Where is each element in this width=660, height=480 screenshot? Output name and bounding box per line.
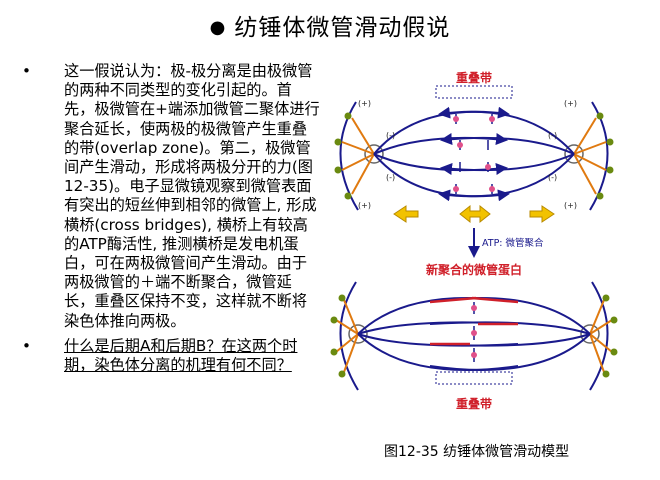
svg-text:(-): (-) [386,131,395,140]
polar-microtubules-bottom [357,297,591,371]
arrow-double-icon [459,204,491,224]
slide-title: ● 纺锤体微管滑动假说 [0,8,660,42]
polarity-labels-top: (+) (+) (-) (-) (-) (-) (+) (+) [358,99,577,210]
cell-boundary-left-bottom [339,281,359,391]
new-tubulin-label: 新聚合的微管蛋白 [426,262,522,277]
arrow-right-icon [529,205,555,223]
cell-boundary-right-top [589,101,609,211]
spindle-svg: 重叠带 [330,70,618,411]
cross-bridges-top [455,114,493,194]
astral-microtubules-bottom [335,299,613,373]
cell-boundary-left-top [339,101,359,211]
question-link[interactable]: 什么是后期A和后期B？在这两个时期，染色体分离的机理有何不同？ [64,336,298,375]
overlap-bracket-bottom [435,371,513,385]
cortex-beads-top [334,112,614,200]
astral-microtubules-left-top [341,117,375,195]
overlap-label-bottom: 重叠带 [456,396,492,411]
astral-microtubules-right-top [573,117,607,195]
sliding-arrows [393,204,555,224]
arrow-left-icon [393,205,419,223]
svg-text:(-): (-) [386,173,395,182]
motor-beads-bottom [471,305,477,358]
new-tubulin-segments [429,296,519,346]
title-bullet: ● [209,17,227,38]
overlap-bracket-top [435,85,513,99]
bullet-item-hypothesis: • 这一假说认为：极-极分离是由极微管的两种不同类型的变化引起的。首先，极微管在… [22,62,322,331]
figure-caption: 图12-35 纺锤体微管滑动模型 [384,444,570,460]
spindle-diagram: 重叠带 [328,62,620,432]
overlap-label-top: 重叠带 [456,70,492,85]
svg-text:(+): (+) [358,201,371,210]
svg-text:(+): (+) [564,201,577,210]
svg-text:(-): (-) [548,131,557,140]
svg-text:(-): (-) [548,173,557,182]
cortex-beads-bottom [330,294,618,378]
svg-text:(+): (+) [358,99,371,108]
bullet-item-question[interactable]: • 什么是后期A和后期B？在这两个时期，染色体分离的机理有何不同？ [22,337,322,375]
motor-beads-top [453,116,495,192]
title-text: 纺锤体微管滑动假说 [234,15,451,41]
bullet-marker: • [22,336,31,355]
bullet-marker: • [22,62,31,80]
atp-label: ATP: 微管聚合 [482,237,544,249]
cell-boundary-right-bottom [589,281,609,391]
svg-text:(+): (+) [564,99,577,108]
bullet-list: • 这一假说认为：极-极分离是由极微管的两种不同类型的变化引起的。首先，极微管在… [22,62,322,375]
polar-microtubules-top [373,106,575,202]
bullet-text: 这一假说认为：极-极分离是由极微管的两种不同类型的变化引起的。首先，极微管在+端… [64,62,320,330]
